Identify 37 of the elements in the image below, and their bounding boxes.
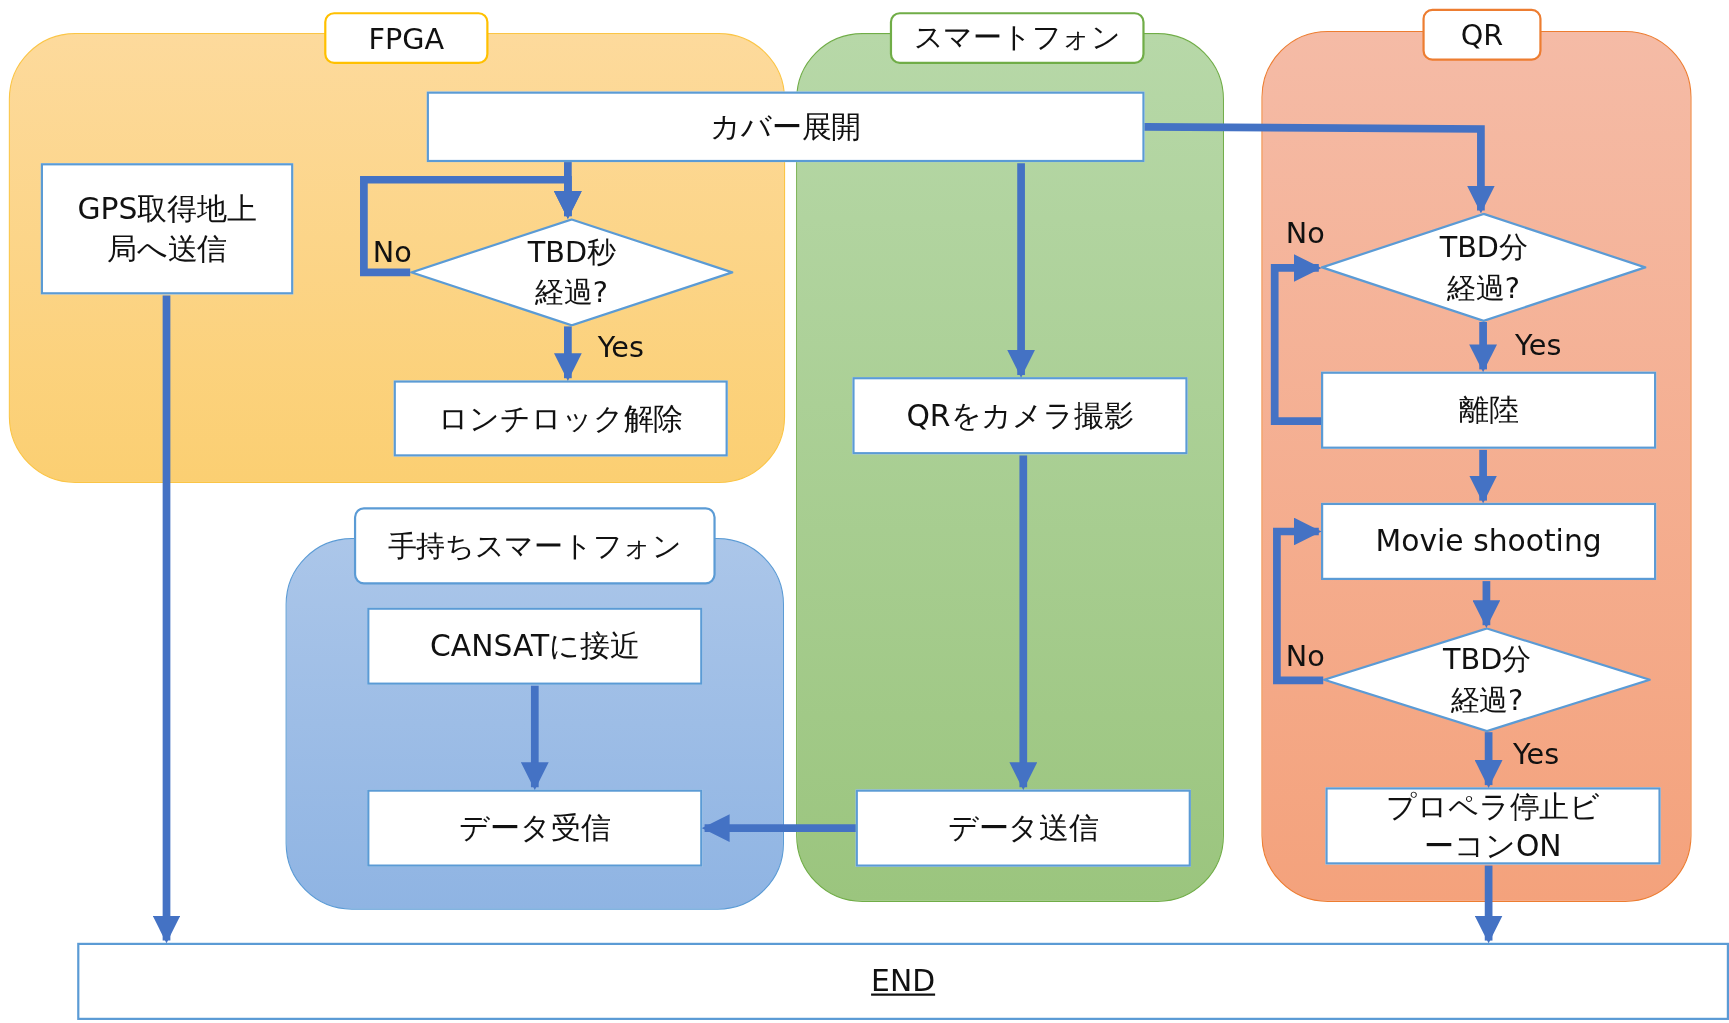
end-box: END	[77, 942, 1729, 1020]
process-box: CANSATに接近	[367, 607, 703, 685]
edge-label: Yes	[1515, 328, 1562, 362]
arrow	[554, 326, 582, 381]
arrow	[701, 814, 856, 842]
process-box: カバー展開	[426, 91, 1145, 163]
process-box: データ受信	[367, 789, 703, 867]
process-box: データ送信	[855, 789, 1191, 867]
edge-label: Yes	[597, 330, 644, 364]
process-box: QRをカメラ撮影	[852, 377, 1188, 455]
arrow	[1273, 517, 1324, 685]
arrow	[1270, 254, 1322, 426]
process-box: Movie shooting	[1321, 502, 1657, 580]
process-box: 離陸	[1321, 371, 1657, 449]
process-box: プロペラ停止ビーコンON	[1325, 787, 1661, 865]
arrow	[520, 685, 549, 791]
arrow	[1472, 581, 1501, 628]
decision-diamond: TBD秒経過?	[410, 218, 734, 327]
arrow	[1469, 322, 1497, 373]
edge-label: No	[372, 235, 412, 270]
lane-title-tab: 手持ちスマートフォン	[353, 507, 716, 585]
arrow	[1144, 122, 1495, 214]
process-box: ロンチロック解除	[393, 380, 728, 457]
arrow	[1009, 455, 1038, 791]
arrow	[152, 295, 181, 944]
lane-title-tab: スマートフォン	[889, 12, 1145, 64]
arrow	[1474, 732, 1503, 788]
arrow	[1007, 163, 1035, 378]
arrow	[360, 175, 582, 277]
process-box: GPS取得地上局へ送信	[40, 163, 294, 295]
arrow	[1474, 865, 1503, 944]
edge-label: No	[1285, 639, 1325, 673]
lane-title-tab: FPGA	[324, 12, 489, 64]
edge-label: Yes	[1512, 737, 1560, 771]
decision-diamond: TBD分経過?	[1323, 627, 1651, 733]
arrow	[1469, 449, 1497, 504]
lane-title-tab: QR	[1422, 8, 1542, 61]
